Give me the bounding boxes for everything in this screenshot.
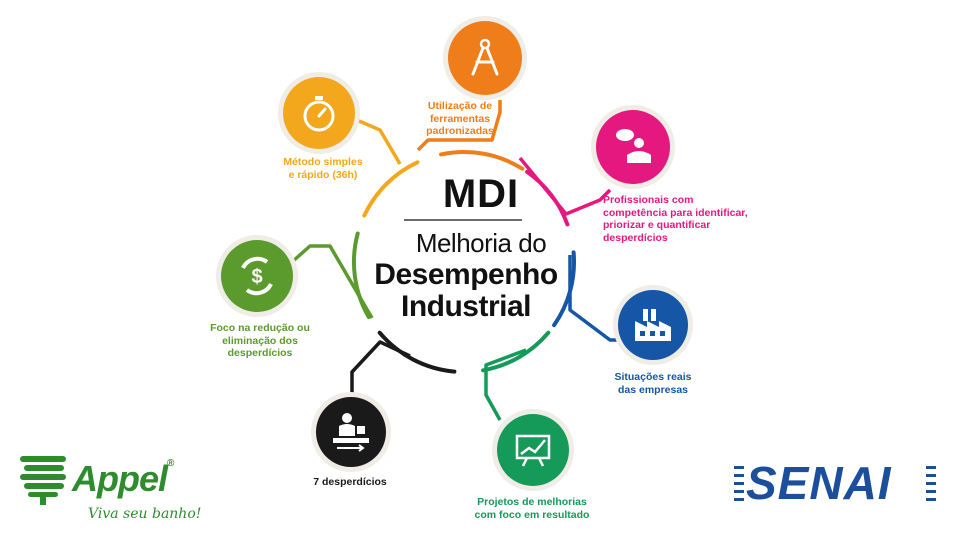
- center-ring: [351, 150, 577, 374]
- node-foco: $: [216, 235, 298, 317]
- appel-registered-mark: ®: [167, 458, 174, 469]
- node-circles: $: [216, 16, 693, 491]
- node-circle: [283, 77, 355, 149]
- ring-arc-metodo: [362, 160, 420, 218]
- center-divider: [404, 219, 522, 221]
- connector-situacoes: [568, 255, 620, 342]
- node-profissionais: [591, 105, 675, 189]
- node-projetos: [492, 409, 574, 491]
- money-exchange-icon: $: [241, 256, 273, 296]
- appel-tree-icon: [20, 456, 66, 505]
- appel-logo: [20, 456, 66, 505]
- node-circle: [221, 240, 293, 312]
- node-situacoes: [613, 285, 693, 365]
- worker-conveyor-icon: [333, 413, 369, 452]
- appel-name-text: Appel: [72, 458, 168, 499]
- chart-board-icon: [515, 434, 551, 467]
- connector-metodo: [351, 116, 402, 165]
- center-subtitle-line3: Industrial: [400, 290, 532, 323]
- svg-text:$: $: [251, 266, 262, 288]
- node-ferramentas: [443, 16, 527, 100]
- center-title: MDI: [442, 172, 520, 216]
- senai-wordmark: SENAI: [746, 457, 892, 509]
- node-desperdicios7: [311, 392, 391, 472]
- connector-projetos: [484, 348, 527, 421]
- connector-desperdicios7: [350, 340, 411, 395]
- ring-arc-projetos: [481, 330, 551, 373]
- ring-arc-desperdicios7: [377, 330, 457, 374]
- ring-arc-ferramentas: [439, 150, 525, 171]
- label-projetos: Projetos de melhorias com foco em result…: [474, 496, 590, 521]
- center-subtitle-line1: Melhoria do: [415, 228, 547, 258]
- node-circle: [448, 21, 522, 95]
- node-metodo: [278, 72, 360, 154]
- label-profissionais: Profissionais com competência para ident…: [603, 194, 748, 244]
- appel-tagline: Viva seu banho!: [88, 506, 202, 522]
- appel-wordmark: Appel®: [72, 458, 174, 500]
- stopwatch-icon: [303, 96, 335, 132]
- connectors: [290, 100, 620, 421]
- factory-icon: [635, 309, 671, 341]
- label-7-desperdicios: 7 desperdícios: [313, 476, 387, 488]
- center-subtitle-line2: Desempenho: [374, 258, 558, 291]
- label-foco: Foco na redução ou eliminação dos desper…: [210, 322, 310, 359]
- connector-profissionais: [518, 156, 612, 216]
- label-ferramentas: Utilização de ferramentas padronizadas: [426, 100, 494, 137]
- senai-logo: [734, 466, 936, 501]
- senai-stripes: [734, 466, 936, 501]
- person-speech-icon: [616, 129, 651, 163]
- label-metodo: Método simples e rápido (36h): [283, 156, 363, 181]
- label-situacoes: Situações reais das empresas: [614, 371, 692, 396]
- connector-foco: [290, 244, 374, 319]
- node-circle: [596, 110, 670, 184]
- compass-icon: [471, 38, 499, 76]
- connector-ferramentas: [416, 100, 502, 152]
- ring-arc-foco: [351, 231, 371, 319]
